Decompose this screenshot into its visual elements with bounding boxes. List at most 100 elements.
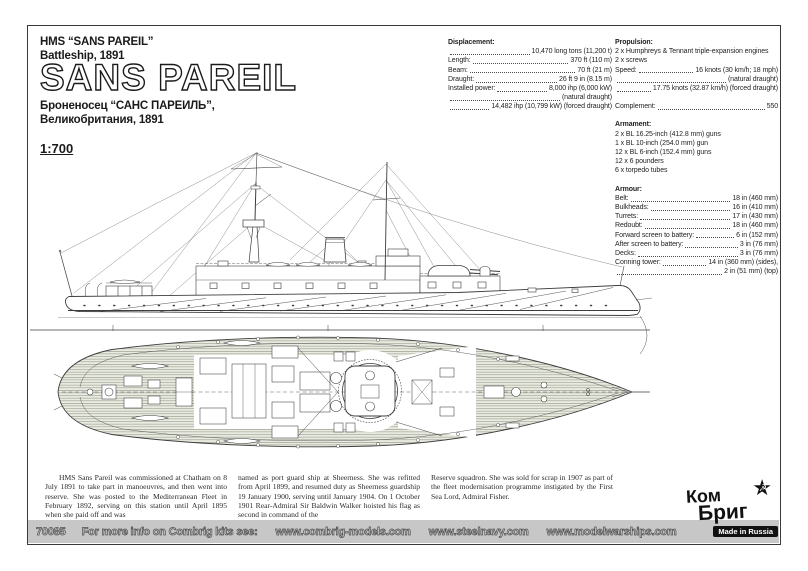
dot-leader <box>469 72 576 74</box>
spec-value: 18 in (460 mm) <box>732 194 778 202</box>
spec-section-heading: Armour: <box>615 185 642 193</box>
spec-line: 12 x BL 6-inch (152.4 mm) guns <box>615 149 712 157</box>
spec-column-displacement: Displacement: 10,470 long tons (11,200 t)… <box>448 38 612 112</box>
spec-line: 12 x 6 pounders <box>615 158 664 166</box>
dot-leader <box>450 53 530 55</box>
spec-line: 6 x torpedo tubes <box>615 167 668 175</box>
footer-tagline: For more info on Combrig kits see: <box>81 525 258 538</box>
ship-deck-plan-drawing <box>53 335 650 449</box>
spec-label: Belt: <box>615 194 629 202</box>
history-paragraph: Reserve squadron. She was sold for scrap… <box>431 473 613 501</box>
dot-leader <box>617 274 723 276</box>
footer-website-link[interactable]: www.modelwarships.com <box>546 525 677 538</box>
ship-line-drawings <box>30 151 652 449</box>
big-outline-title: SANS PAREIL <box>39 57 298 98</box>
spec-value: 17 in (430 mm) <box>732 213 778 221</box>
spec-row: Forward screen to battery: 6 in (152 mm) <box>615 231 778 240</box>
spec-row: Belt: 18 in (460 mm) <box>615 194 778 203</box>
spec-value: 8,000 ihp (6,000 kW) <box>549 85 612 93</box>
spec-value: 6 in (152 mm) <box>736 231 778 239</box>
footer-website-link[interactable]: www.steelnavy.com <box>428 525 529 538</box>
spec-row: Complement:550 <box>615 102 778 111</box>
spec-label: Forward screen to battery: <box>615 231 695 239</box>
spec-value: 10,470 long tons (11,200 t) <box>531 48 613 56</box>
spec-value: 16 knots (30 km/h; 18 mph) <box>695 66 778 74</box>
spec-column-propulsion-armament-armour: Propulsion: 2 x Humphreys & Tennant tripl… <box>615 38 778 277</box>
dot-leader <box>685 246 738 248</box>
footer-website-link[interactable]: www.combrig-models.com <box>275 525 411 538</box>
spec-row: Draught: 26 ft 9 in (8.15 m) <box>448 75 612 84</box>
spec-value: 3 in (76 mm) <box>739 240 778 248</box>
dot-leader <box>662 264 707 266</box>
spec-label: After screen to battery: <box>615 240 684 248</box>
spec-row: (natural draught) <box>615 75 778 84</box>
dot-leader <box>450 99 560 101</box>
spec-line: 2 x BL 16.25-inch (412.8 mm) guns <box>615 130 721 138</box>
spec-label: Beam: <box>448 66 468 74</box>
spec-section-heading: Displacement: <box>448 39 495 46</box>
spec-label: Bulkheads: <box>615 204 649 212</box>
spec-value: 18 in (460 mm) <box>732 222 778 230</box>
spec-row: 14,482 ihp (10,799 kW) (forced draught) <box>448 102 612 111</box>
spec-row: Length: 370 ft (110 m) <box>448 56 612 65</box>
spec-row: (natural draught) <box>448 93 612 102</box>
spec-row: Installed power:8,000 ihp (6,000 kW) <box>448 84 612 93</box>
spec-row: Speed: 16 knots (30 km/h; 18 mph) <box>615 66 778 75</box>
spec-section-heading: Armament: <box>615 121 652 129</box>
spec-label: Turrets: <box>615 213 639 221</box>
kit-title-english: HMS “SANS PAREIL” <box>40 36 154 48</box>
history-text: HMS Sans Pareil was commissioned at Chat… <box>45 473 613 519</box>
kit-number: 70085 <box>36 525 66 538</box>
spec-label: Redoubt: <box>615 222 643 230</box>
spec-row: Turrets: 17 in (430 mm) <box>615 212 778 221</box>
soviet-star-icon: ★ <box>752 475 772 500</box>
spec-section-heading: Propulsion: <box>615 39 653 46</box>
spec-row: 2 in (51 mm) (top) <box>615 267 778 276</box>
kit-subtitle-russian: Великобритания, 1891 <box>40 114 164 126</box>
spec-value: (natural draught) <box>561 94 612 102</box>
combrig-logo: ★ ☭ Ком Бриг Made in Russia <box>678 477 778 543</box>
dot-leader <box>617 90 651 92</box>
dot-leader <box>476 81 558 83</box>
spec-row: 17.75 knots (32.87 km/h) (forced draught… <box>615 84 778 93</box>
ship-profile-drawing <box>30 151 652 355</box>
spec-value: (natural draught) <box>727 75 778 83</box>
spec-row: Conning tower:14 in (360 mm) (sides), <box>615 258 778 267</box>
dot-leader <box>472 63 569 65</box>
made-in-russia-badge: Made in Russia <box>713 526 778 537</box>
spec-gap <box>615 111 778 120</box>
spec-label: Speed: <box>615 66 637 74</box>
model-scale: 1:700 <box>40 141 74 156</box>
dot-leader <box>450 109 490 111</box>
dot-leader <box>657 108 765 110</box>
spec-line: 1 x BL 10-inch (254.0 mm) gun <box>615 139 708 147</box>
dot-leader <box>650 209 731 211</box>
kit-subtitle-english: Battleship, 1891 <box>40 50 125 62</box>
spec-value: 370 ft (110 m) <box>570 57 612 65</box>
hammer-sickle-icon: ☭ <box>758 483 767 493</box>
spec-row: 10,470 long tons (11,200 t) <box>448 47 612 56</box>
spec-value: 16 in (410 mm) <box>732 204 778 212</box>
spec-label: Conning tower: <box>615 259 661 267</box>
dot-leader <box>617 81 726 83</box>
dot-leader <box>497 90 548 92</box>
spec-label: Complement: <box>615 103 656 111</box>
spec-line: 2 x Humphreys & Tennant triple-expansion… <box>615 48 769 56</box>
spec-label: Decks: <box>615 250 636 258</box>
kit-title-russian: Броненосец “САНС ПАРЕИЛЬ”, <box>40 100 215 112</box>
spec-row: Redoubt: 18 in (460 mm) <box>615 221 778 230</box>
history-paragraph: HMS Sans Pareil was commissioned at Chat… <box>45 473 227 520</box>
spec-row: Beam: 70 ft (21 m) <box>448 66 612 75</box>
spec-gap <box>615 93 778 102</box>
dot-leader <box>638 72 694 74</box>
spec-value: 26 ft 9 in (8.15 m) <box>559 75 612 83</box>
spec-value: 3 in (76 mm) <box>739 250 778 258</box>
dot-leader <box>630 200 731 202</box>
spec-line: 2 x screws <box>615 57 648 65</box>
spec-label: Draught: <box>448 75 475 83</box>
footer-bar: 70085 For more info on Combrig kits see:… <box>28 520 779 543</box>
spec-label: Length: <box>448 57 471 65</box>
logo-text-line2: Бриг <box>697 499 749 526</box>
spec-value: 70 ft (21 m) <box>577 66 612 74</box>
